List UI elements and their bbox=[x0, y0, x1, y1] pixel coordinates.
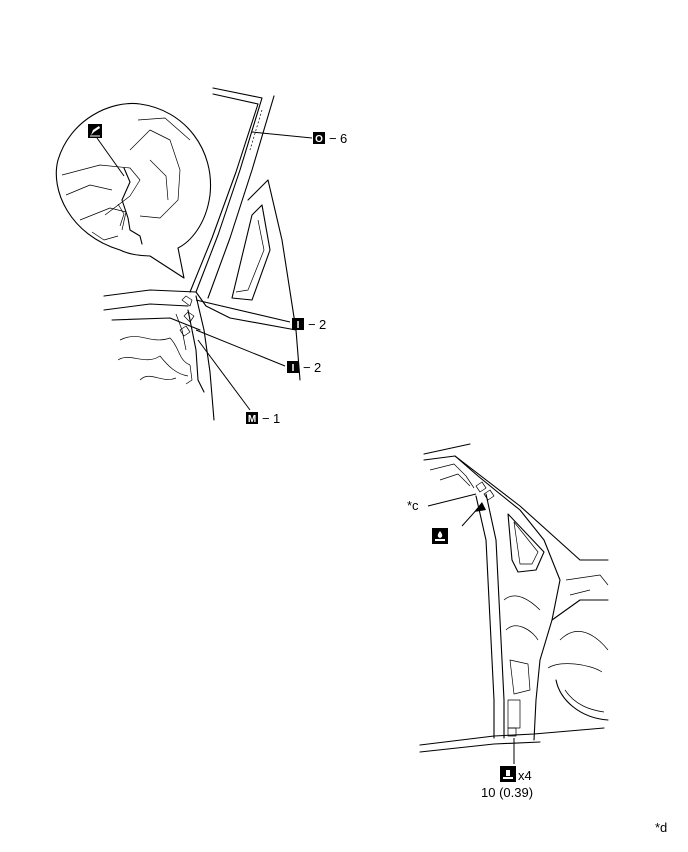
callout-top: O − 6 bbox=[251, 131, 347, 146]
label-c: *c bbox=[407, 498, 419, 513]
callout-top-badge: O bbox=[315, 134, 323, 145]
callout-bottom-dash: − bbox=[262, 411, 270, 426]
label-d: *d bbox=[655, 820, 667, 835]
callout-mid-1-dash: − bbox=[308, 317, 316, 332]
bolt-quantity: x4 bbox=[518, 768, 532, 783]
callout-mid-2: I − 2 bbox=[195, 329, 321, 375]
torque-icon bbox=[500, 766, 516, 782]
torque-value: 10 (0.39) bbox=[481, 785, 533, 800]
pencil-icon bbox=[88, 124, 102, 138]
callout-mid-1-badge: I bbox=[297, 320, 300, 331]
callout-mid-1-number: 2 bbox=[319, 317, 326, 332]
callout-mid-2-badge: I bbox=[292, 363, 295, 374]
callout-bottom: M − 1 bbox=[197, 339, 280, 426]
callout-bottom-number: 1 bbox=[273, 411, 280, 426]
upper-pillar-illustration bbox=[103, 87, 301, 421]
callout-bottom-badge: M bbox=[248, 414, 256, 425]
detail-magnifier bbox=[55, 102, 212, 279]
adhesive-icon bbox=[432, 528, 448, 544]
callout-top-dash: − bbox=[329, 131, 337, 146]
callout-mid-1: I − 2 bbox=[195, 299, 326, 332]
callout-top-number: 6 bbox=[340, 131, 347, 146]
callout-mid-2-dash: − bbox=[303, 360, 311, 375]
callout-mid-2-number: 2 bbox=[314, 360, 321, 375]
lower-pillar-illustration bbox=[419, 443, 609, 753]
